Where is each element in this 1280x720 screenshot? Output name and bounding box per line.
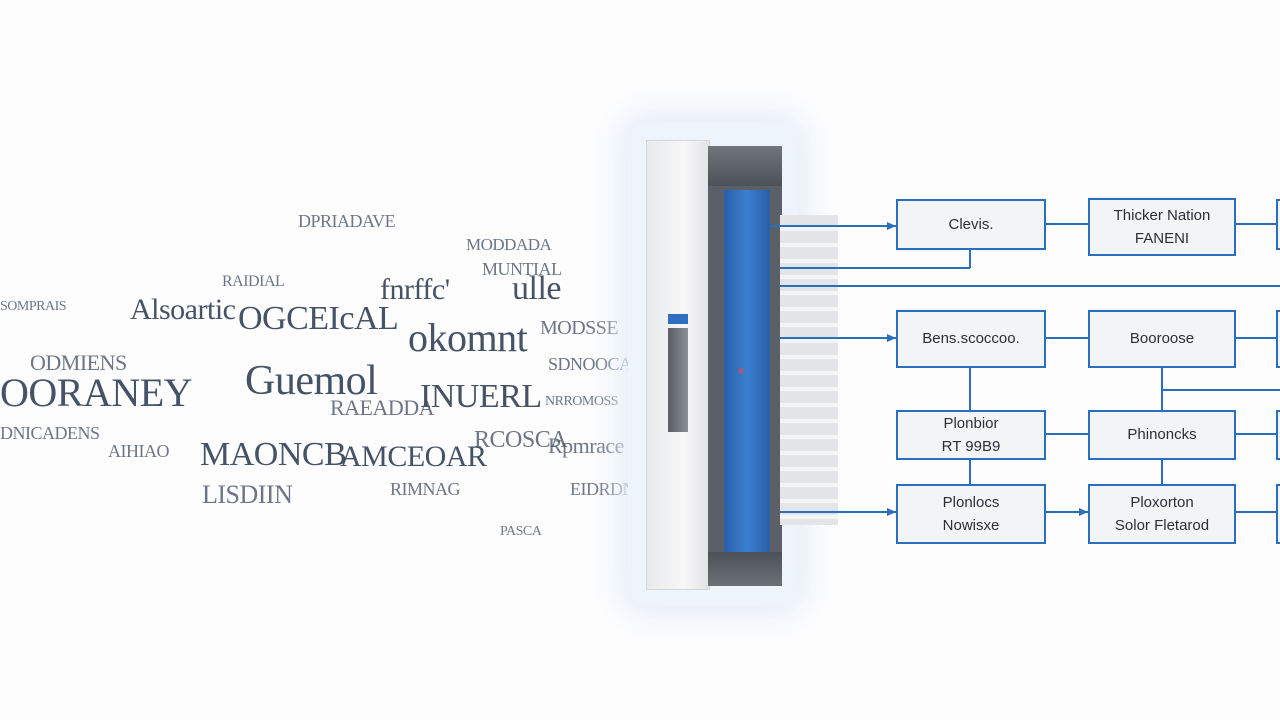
flow-node-plonlocs: Plonlocs Nowisxe <box>896 484 1046 544</box>
word-cloud-term: Guemol <box>245 358 378 404</box>
word-cloud-term: MODSSE <box>540 317 619 339</box>
word-cloud-term: RAIDIAL <box>222 273 285 290</box>
word-cloud-term: EIDRDNE <box>570 479 645 499</box>
flow-node-clevis: Clevis. <box>896 199 1046 250</box>
node-label: Thicker Nation <box>1113 206 1211 224</box>
status-indicator-bar <box>668 328 688 432</box>
status-indicator-light <box>668 314 688 324</box>
device-core <box>724 190 770 552</box>
arrowhead <box>887 508 896 516</box>
word-cloud-term: AIHIAO <box>108 441 169 461</box>
word-cloud-term: INUERL <box>420 378 542 415</box>
flow-node-offscreen <box>1276 199 1280 250</box>
flow-node-ploxorton: Ploxorton Solor Fletarod <box>1088 484 1236 544</box>
word-cloud-term: OGCEIcAL <box>238 300 399 337</box>
flow-node-thicker-nation: Thicker Nation FANENI <box>1088 198 1236 256</box>
device-frame-top <box>708 146 782 186</box>
node-label: Plonlocs <box>942 493 1000 511</box>
word-cloud-term: RIMNAG <box>390 479 461 499</box>
device-fins <box>780 215 838 525</box>
word-cloud-term: MAONCB <box>200 436 347 473</box>
core-marker <box>738 368 744 374</box>
flow-node-bens: Bens.scoccoo. <box>896 310 1046 368</box>
word-cloud-term: ulle <box>512 270 561 307</box>
word-cloud-term: OORANEY <box>0 370 193 415</box>
word-cloud-term: MODDADA <box>466 235 552 254</box>
word-cloud-term: okomnt <box>408 315 528 360</box>
word-cloud-term: Alsoartic <box>130 293 236 326</box>
arrowhead <box>887 334 896 342</box>
word-cloud-term: fnrffc' <box>380 273 450 306</box>
word-cloud-term: RCOSCA <box>474 427 568 453</box>
word-cloud-term: Rpmrace <box>548 433 624 458</box>
word-cloud-term: MUNTIAL <box>482 259 562 279</box>
node-label: Booroose <box>1129 330 1195 348</box>
arrowhead <box>1079 508 1088 516</box>
node-label: Plonbior <box>943 414 999 432</box>
node-label: Nowisxe <box>942 517 1000 534</box>
node-label: Clevis. <box>948 215 994 233</box>
flow-node-phinoncks: Phinoncks <box>1088 410 1236 460</box>
flow-node-offscreen <box>1276 410 1280 460</box>
node-label: Bens.scoccoo. <box>922 330 1020 348</box>
node-label: RT 99B9 <box>941 438 1001 455</box>
node-label: Phinoncks <box>1127 426 1197 444</box>
flow-node-offscreen <box>1276 310 1280 368</box>
arrowhead <box>887 222 896 230</box>
word-cloud-term: RAEADDA <box>330 395 435 420</box>
word-cloud-term: LISDIIN <box>202 480 293 509</box>
node-label: FANENI <box>1134 230 1190 247</box>
word-cloud-term: NRROMOSS <box>545 394 619 409</box>
word-cloud-term: PASCA <box>500 524 542 539</box>
word-cloud-term: SDNOOCA <box>548 354 632 374</box>
word-cloud-term: DNICADENS <box>0 423 100 443</box>
flow-node-booroose: Booroose <box>1088 310 1236 368</box>
word-cloud-term: SOMPRAIS <box>0 299 67 314</box>
device-frame-bottom <box>708 552 782 586</box>
flow-node-plonbior: Plonbior RT 99B9 <box>896 410 1046 460</box>
flow-node-offscreen <box>1276 484 1280 544</box>
node-label: Ploxorton <box>1130 493 1194 511</box>
word-cloud-term: DPRIADAVE <box>298 211 396 231</box>
word-cloud-term: AMCEOAR <box>340 440 487 473</box>
word-cloud-term: ODMIENS <box>30 350 127 375</box>
node-label: Solor Fletarod <box>1114 517 1210 534</box>
